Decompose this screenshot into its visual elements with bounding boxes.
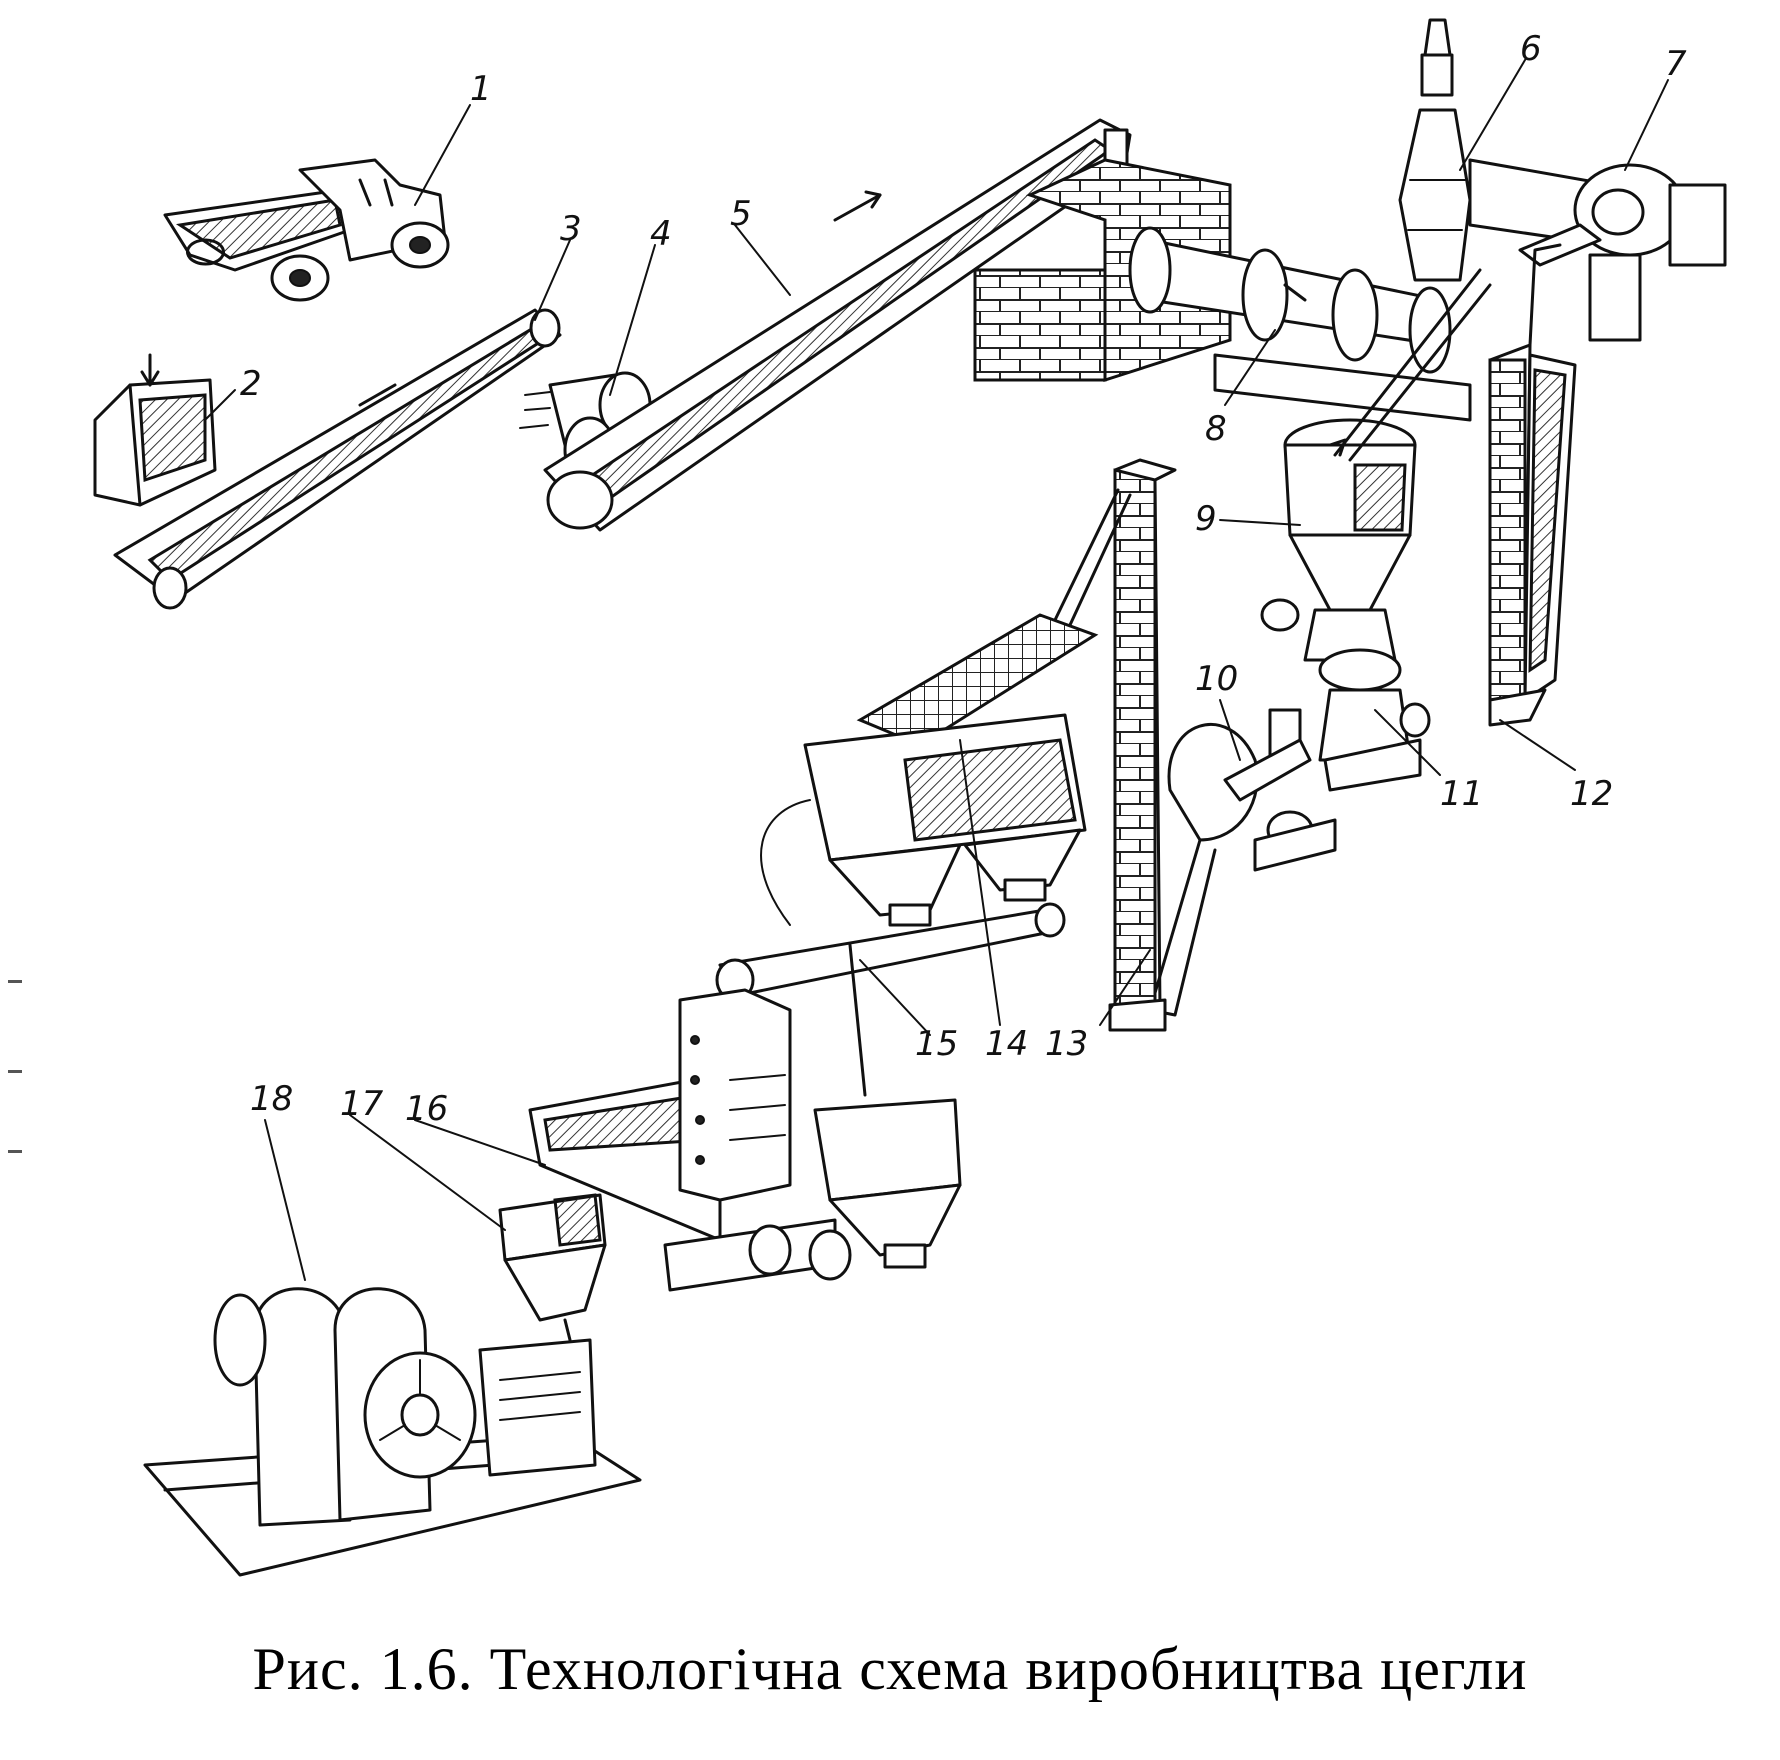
- callout-labels: 1 2 3 4 5 6 7 8 9 10 11 12 13 14 15 16 1…: [240, 29, 1687, 1129]
- callout-18: 18: [250, 1079, 293, 1119]
- callout-14: 14: [985, 1024, 1028, 1064]
- callout-7: 7: [1665, 44, 1687, 84]
- callout-16: 16: [405, 1089, 448, 1129]
- mill-drive: [1260, 598, 1431, 792]
- callout-6: 6: [1520, 29, 1542, 69]
- receiving-hopper: [813, 1098, 962, 1269]
- callout-2: 2: [240, 364, 262, 404]
- blower-fan: [1148, 722, 1337, 1017]
- callout-15: 15: [915, 1024, 958, 1064]
- callout-13: 13: [1045, 1024, 1088, 1064]
- box-feeder: [93, 353, 217, 507]
- callout-12: 12: [1570, 774, 1613, 814]
- screen-bins: [760, 613, 1099, 927]
- scan-margin-mark: [8, 980, 22, 983]
- callout-17: 17: [340, 1084, 384, 1124]
- bucket-elevator-right: [1488, 243, 1577, 727]
- scan-margin-mark: [8, 1150, 22, 1153]
- brick-press: [143, 1287, 642, 1577]
- callout-3: 3: [560, 209, 582, 249]
- callout-10: 10: [1195, 659, 1238, 699]
- separator-hopper: [1283, 268, 1492, 662]
- press-hopper: [498, 1193, 607, 1342]
- leader-lines: [204, 59, 1669, 1281]
- clay-mixer: [528, 988, 852, 1292]
- bucket-elevator: [1053, 458, 1177, 1032]
- drying-drum: [973, 158, 1472, 422]
- scan-margin-mark: [8, 1070, 22, 1073]
- callout-9: 9: [1195, 499, 1217, 539]
- callout-4: 4: [650, 214, 672, 254]
- callout-8: 8: [1205, 409, 1227, 449]
- callout-1: 1: [470, 69, 492, 109]
- dump-truck: [163, 158, 450, 302]
- callout-5: 5: [730, 194, 752, 234]
- figure-caption: Рис. 1.6. Технологічна схема виробництва…: [252, 1636, 1528, 1702]
- belt-conveyor-1: [113, 308, 562, 610]
- exhaust-fan: [1468, 158, 1727, 342]
- belt-conveyor-2: [543, 118, 1132, 532]
- dust-cyclone: [1398, 18, 1472, 282]
- callout-11: 11: [1440, 774, 1483, 814]
